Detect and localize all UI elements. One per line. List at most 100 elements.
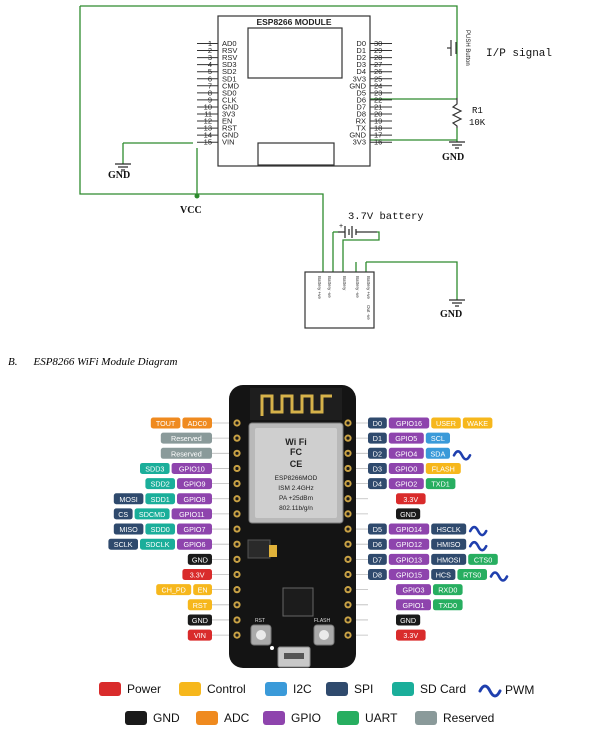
pin-label-tag	[388, 553, 430, 565]
led	[270, 646, 274, 650]
pin-label-text: SDCMD	[139, 510, 165, 519]
legend-swatch	[179, 682, 201, 696]
pin-label-text: ADC0	[188, 419, 207, 428]
pin-label-text: 3.3V	[403, 631, 418, 640]
chip-text-line: FC	[290, 447, 302, 457]
pin-label-tag	[396, 614, 421, 626]
charger-pin-label: Battery	[342, 276, 347, 291]
pin-label-text: GPIO5	[395, 434, 417, 443]
pin-label-tag	[134, 508, 170, 520]
left-pin-name: CLK	[222, 95, 237, 104]
right-pin-number: 28	[374, 53, 382, 62]
chip-text-line: ISM 2.4GHz	[278, 485, 313, 492]
usb-chip	[282, 587, 314, 617]
battery-symbol	[338, 226, 377, 238]
pin-label-tag	[150, 417, 181, 429]
pin-label-text: D1	[373, 434, 382, 443]
pin-hole-center	[235, 603, 239, 607]
push-button-symbol	[447, 40, 457, 56]
pin-label-text: GPIO9	[184, 480, 206, 489]
left-pin-number: 7	[208, 81, 212, 90]
left-pin-name: GND	[222, 102, 239, 111]
pin-label-text: 3.3V	[190, 571, 205, 580]
chip-text-line: 802.11b/g/n	[279, 505, 313, 512]
gnd-label-right: GND	[442, 152, 464, 163]
right-pin-name: D8	[356, 110, 366, 119]
left-pin-number: 10	[204, 102, 212, 111]
caption-text: ESP8266 WiFi Module Diagram	[33, 356, 178, 368]
right-pin-name: D1	[356, 46, 366, 55]
legend-swatch	[263, 711, 285, 725]
charger-pin-label: Battery -ve	[327, 276, 332, 298]
pin-label-tag	[396, 599, 431, 611]
pin-label-tag	[145, 523, 175, 535]
pin-label-tag	[187, 614, 212, 626]
pin-label-text: VIN	[194, 631, 206, 640]
pin-label-text: SDCLK	[146, 540, 170, 549]
right-pin-number: 21	[374, 102, 382, 111]
pin-label-tag	[368, 432, 387, 444]
left-pin-number: 13	[204, 124, 212, 133]
resistor-r1-symbol	[451, 98, 463, 128]
legend-label: Power	[127, 682, 161, 696]
legend-swatch	[99, 682, 121, 696]
pin-label-tag	[396, 508, 421, 520]
pin-hole-center	[346, 451, 350, 455]
pin-label-tag	[187, 553, 212, 565]
pin-label-tag	[187, 629, 212, 641]
rst-button-cap	[256, 630, 266, 640]
pin-label-text: CTS0	[474, 555, 492, 564]
pin-label-tag	[433, 584, 463, 596]
pin-label-text: GPIO15	[396, 571, 422, 580]
pin-label-tag	[425, 447, 450, 459]
pin-label-text: GPIO3	[403, 586, 425, 595]
right-pin-name: RX	[356, 117, 366, 126]
pin-hole-center	[235, 436, 239, 440]
flash-label: FLASH	[314, 618, 331, 624]
pin-label-tag	[368, 417, 387, 429]
pin-label-tag	[396, 493, 426, 505]
capacitor	[269, 545, 277, 557]
pin-label-text: GPIO4	[395, 449, 417, 458]
pin-label-text: GPIO6	[184, 540, 206, 549]
pin-label-text: Reserved	[171, 434, 202, 443]
legend-swatch	[392, 682, 414, 696]
chip-text-line: ESP8266MOD	[275, 475, 318, 482]
pin-label-tag	[388, 478, 424, 490]
pin-label-text: SCL	[431, 434, 445, 443]
chip-text-line: PA +25dBm	[279, 495, 313, 502]
pin-label-tag	[425, 432, 450, 444]
charger-pin-label: Out -ve	[366, 305, 371, 320]
left-pin-number: 4	[208, 60, 212, 69]
pin-label-tag	[388, 569, 430, 580]
pin-hole-center	[235, 482, 239, 486]
pin-label-text: SCLK	[114, 540, 133, 549]
pin-label-tag	[462, 417, 493, 429]
pin-label-tag	[388, 417, 430, 429]
pin-label-tag	[431, 553, 467, 565]
left-pin-number: 12	[204, 117, 212, 126]
right-pin-name: GND	[349, 131, 366, 140]
pwm-wave-icon	[468, 525, 488, 537]
module-bottom-tab	[257, 142, 335, 166]
right-pin-name: D3	[356, 60, 366, 69]
pin-label-text: GND	[192, 616, 208, 625]
legend-swatch	[196, 711, 218, 725]
pin-label-tag	[140, 462, 170, 474]
pin-hole-center	[235, 451, 239, 455]
left-pin-name: SD2	[222, 67, 237, 76]
pin-label-tag	[388, 538, 430, 550]
battery-plus: +	[339, 223, 343, 230]
left-pin-number: 6	[208, 74, 212, 83]
left-pin-name: GND	[222, 131, 239, 140]
pin-label-tag	[177, 493, 212, 505]
left-pin-number: 15	[204, 138, 212, 147]
right-pin-number: 29	[374, 46, 382, 55]
pin-label-tag	[425, 462, 461, 474]
pin-label-tag	[425, 478, 456, 490]
left-pin-name: CMD	[222, 81, 240, 90]
left-pin-name: RST	[222, 124, 237, 133]
